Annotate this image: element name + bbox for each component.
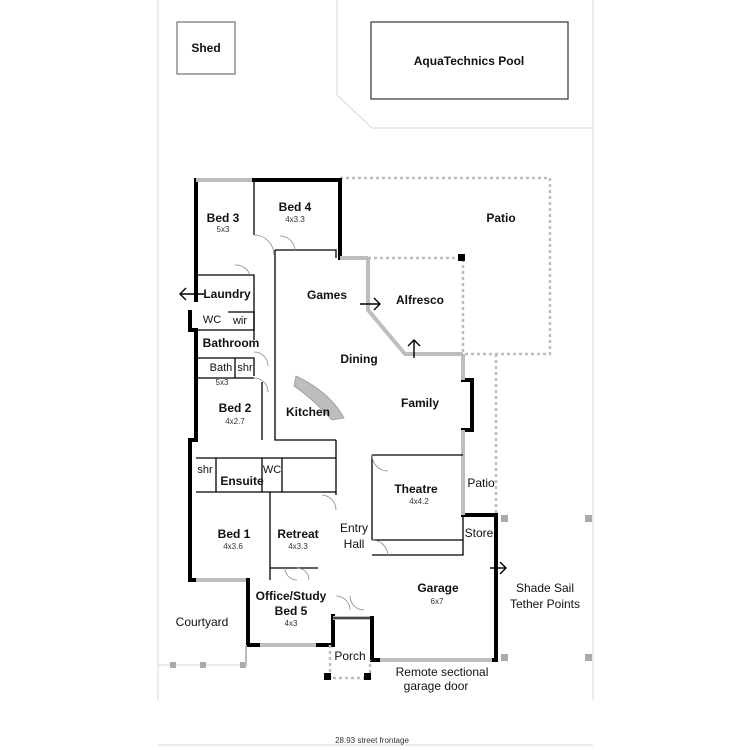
courtyard-fence [158, 645, 248, 668]
retreat-dim: 4x3.3 [288, 542, 308, 551]
games-label: Games [307, 288, 347, 302]
bed3-label: Bed 3 [207, 211, 240, 225]
notes: Shade Sail Tether Points Remote sectiona… [335, 581, 580, 745]
pool-label: AquaTechnics Pool [414, 54, 524, 68]
garage-arrow [490, 561, 507, 575]
bed3-dim: 5x3 [217, 225, 230, 234]
patio-outline [340, 176, 552, 520]
bed2-label: Bed 2 [219, 401, 252, 415]
bed4-dim: 4x3.3 [285, 215, 305, 224]
office-label-1: Office/Study [256, 589, 327, 603]
door-swings [234, 234, 389, 611]
store-label: Store [465, 526, 494, 540]
room-labels: Patio Bed 3 5x3 Bed 4 4x3.3 Laundry WC w… [176, 200, 516, 663]
games-arrow [360, 297, 381, 311]
pool: AquaTechnics Pool [370, 21, 569, 100]
theatre-dim: 4x4.2 [409, 497, 429, 506]
dining-label: Dining [340, 352, 377, 366]
dining-arrow [407, 339, 421, 358]
garage-door-label-1: Remote sectional [396, 665, 489, 679]
shr-top-label: shr [237, 362, 253, 374]
office-dim: 4x3 [285, 619, 298, 628]
retreat-label: Retreat [277, 527, 318, 541]
shed-label: Shed [191, 41, 220, 55]
patio-top-label: Patio [486, 211, 515, 225]
theatre-label: Theatre [394, 482, 438, 496]
lot-boundary [157, 0, 594, 746]
entry-label-2: Hall [344, 537, 365, 551]
laundry-arrow [179, 287, 204, 301]
frontage-label: 28.93 street frontage [335, 736, 409, 745]
garage-label: Garage [417, 581, 459, 595]
kitchen-label: Kitchen [286, 405, 330, 419]
bed1-dim: 4x3.6 [223, 542, 243, 551]
shr-ensuite-label: shr [197, 464, 213, 476]
garage-dim: 6x7 [431, 597, 444, 606]
laundry-label: Laundry [203, 287, 251, 301]
wc-ensuite-label: WC [263, 464, 281, 476]
shade-sail-label-2: Tether Points [510, 597, 580, 611]
shade-sail-label-1: Shade Sail [516, 581, 574, 595]
porch-label: Porch [334, 649, 365, 663]
courtyard-label: Courtyard [176, 615, 229, 629]
entry-label-1: Entry [340, 521, 368, 535]
kitchen-island [293, 375, 345, 421]
office-label-2: Bed 5 [275, 604, 308, 618]
patio-side-label: Patio [467, 476, 495, 490]
shed: Shed [176, 21, 236, 75]
bed1-label: Bed 1 [218, 527, 251, 541]
family-label: Family [401, 396, 439, 410]
tether-points [458, 254, 592, 661]
bath-label: Bath [210, 362, 233, 374]
exterior-walls [188, 178, 498, 662]
bath-dim: 5x3 [216, 378, 229, 387]
ensuite-label: Ensuite [220, 474, 264, 488]
wc-top-label: WC [203, 314, 221, 326]
arrows [179, 287, 507, 575]
bed4-label: Bed 4 [279, 200, 312, 214]
alfresco-label: Alfresco [396, 293, 444, 307]
porch [324, 645, 372, 680]
garage-door-label-2: garage door [404, 679, 469, 693]
bathroom-label: Bathroom [203, 336, 260, 350]
wir-label: wir [232, 315, 247, 327]
bed2-dim: 4x2.7 [225, 417, 245, 426]
